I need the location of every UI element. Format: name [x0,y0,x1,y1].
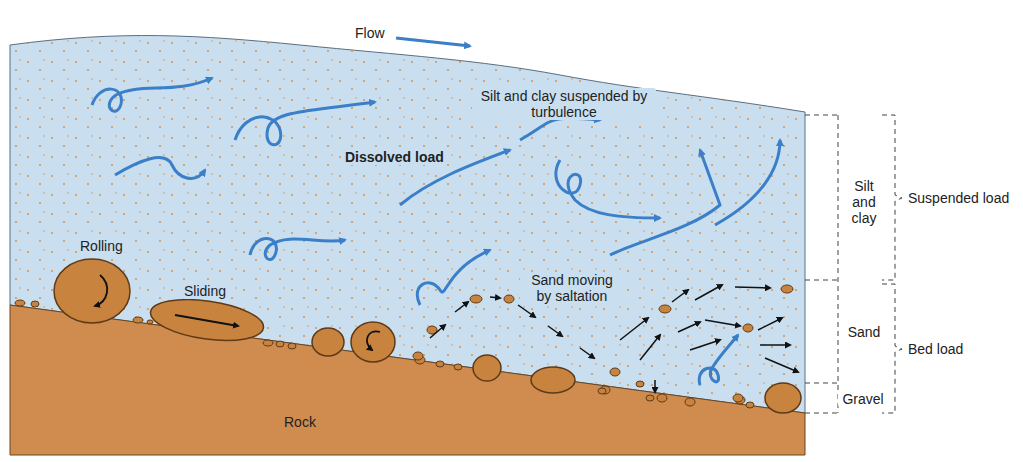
suspension-label: Silt and clay suspended by turbulence [472,88,656,120]
rolling-label: Rolling [78,238,125,254]
flow-label: Flow [353,25,387,41]
load-label: Bed load [906,341,965,357]
load-label: Suspended load [906,190,1011,206]
rock-label: Rock [282,414,318,430]
size-label: Sand [840,324,888,340]
dissolved-load-label: Dissolved load [343,149,446,165]
size-label: Gravel [838,391,888,407]
sliding-label: Sliding [182,283,228,299]
size-label: Silt and clay [840,178,888,226]
saltation-label: Sand moving by saltation [520,272,624,304]
